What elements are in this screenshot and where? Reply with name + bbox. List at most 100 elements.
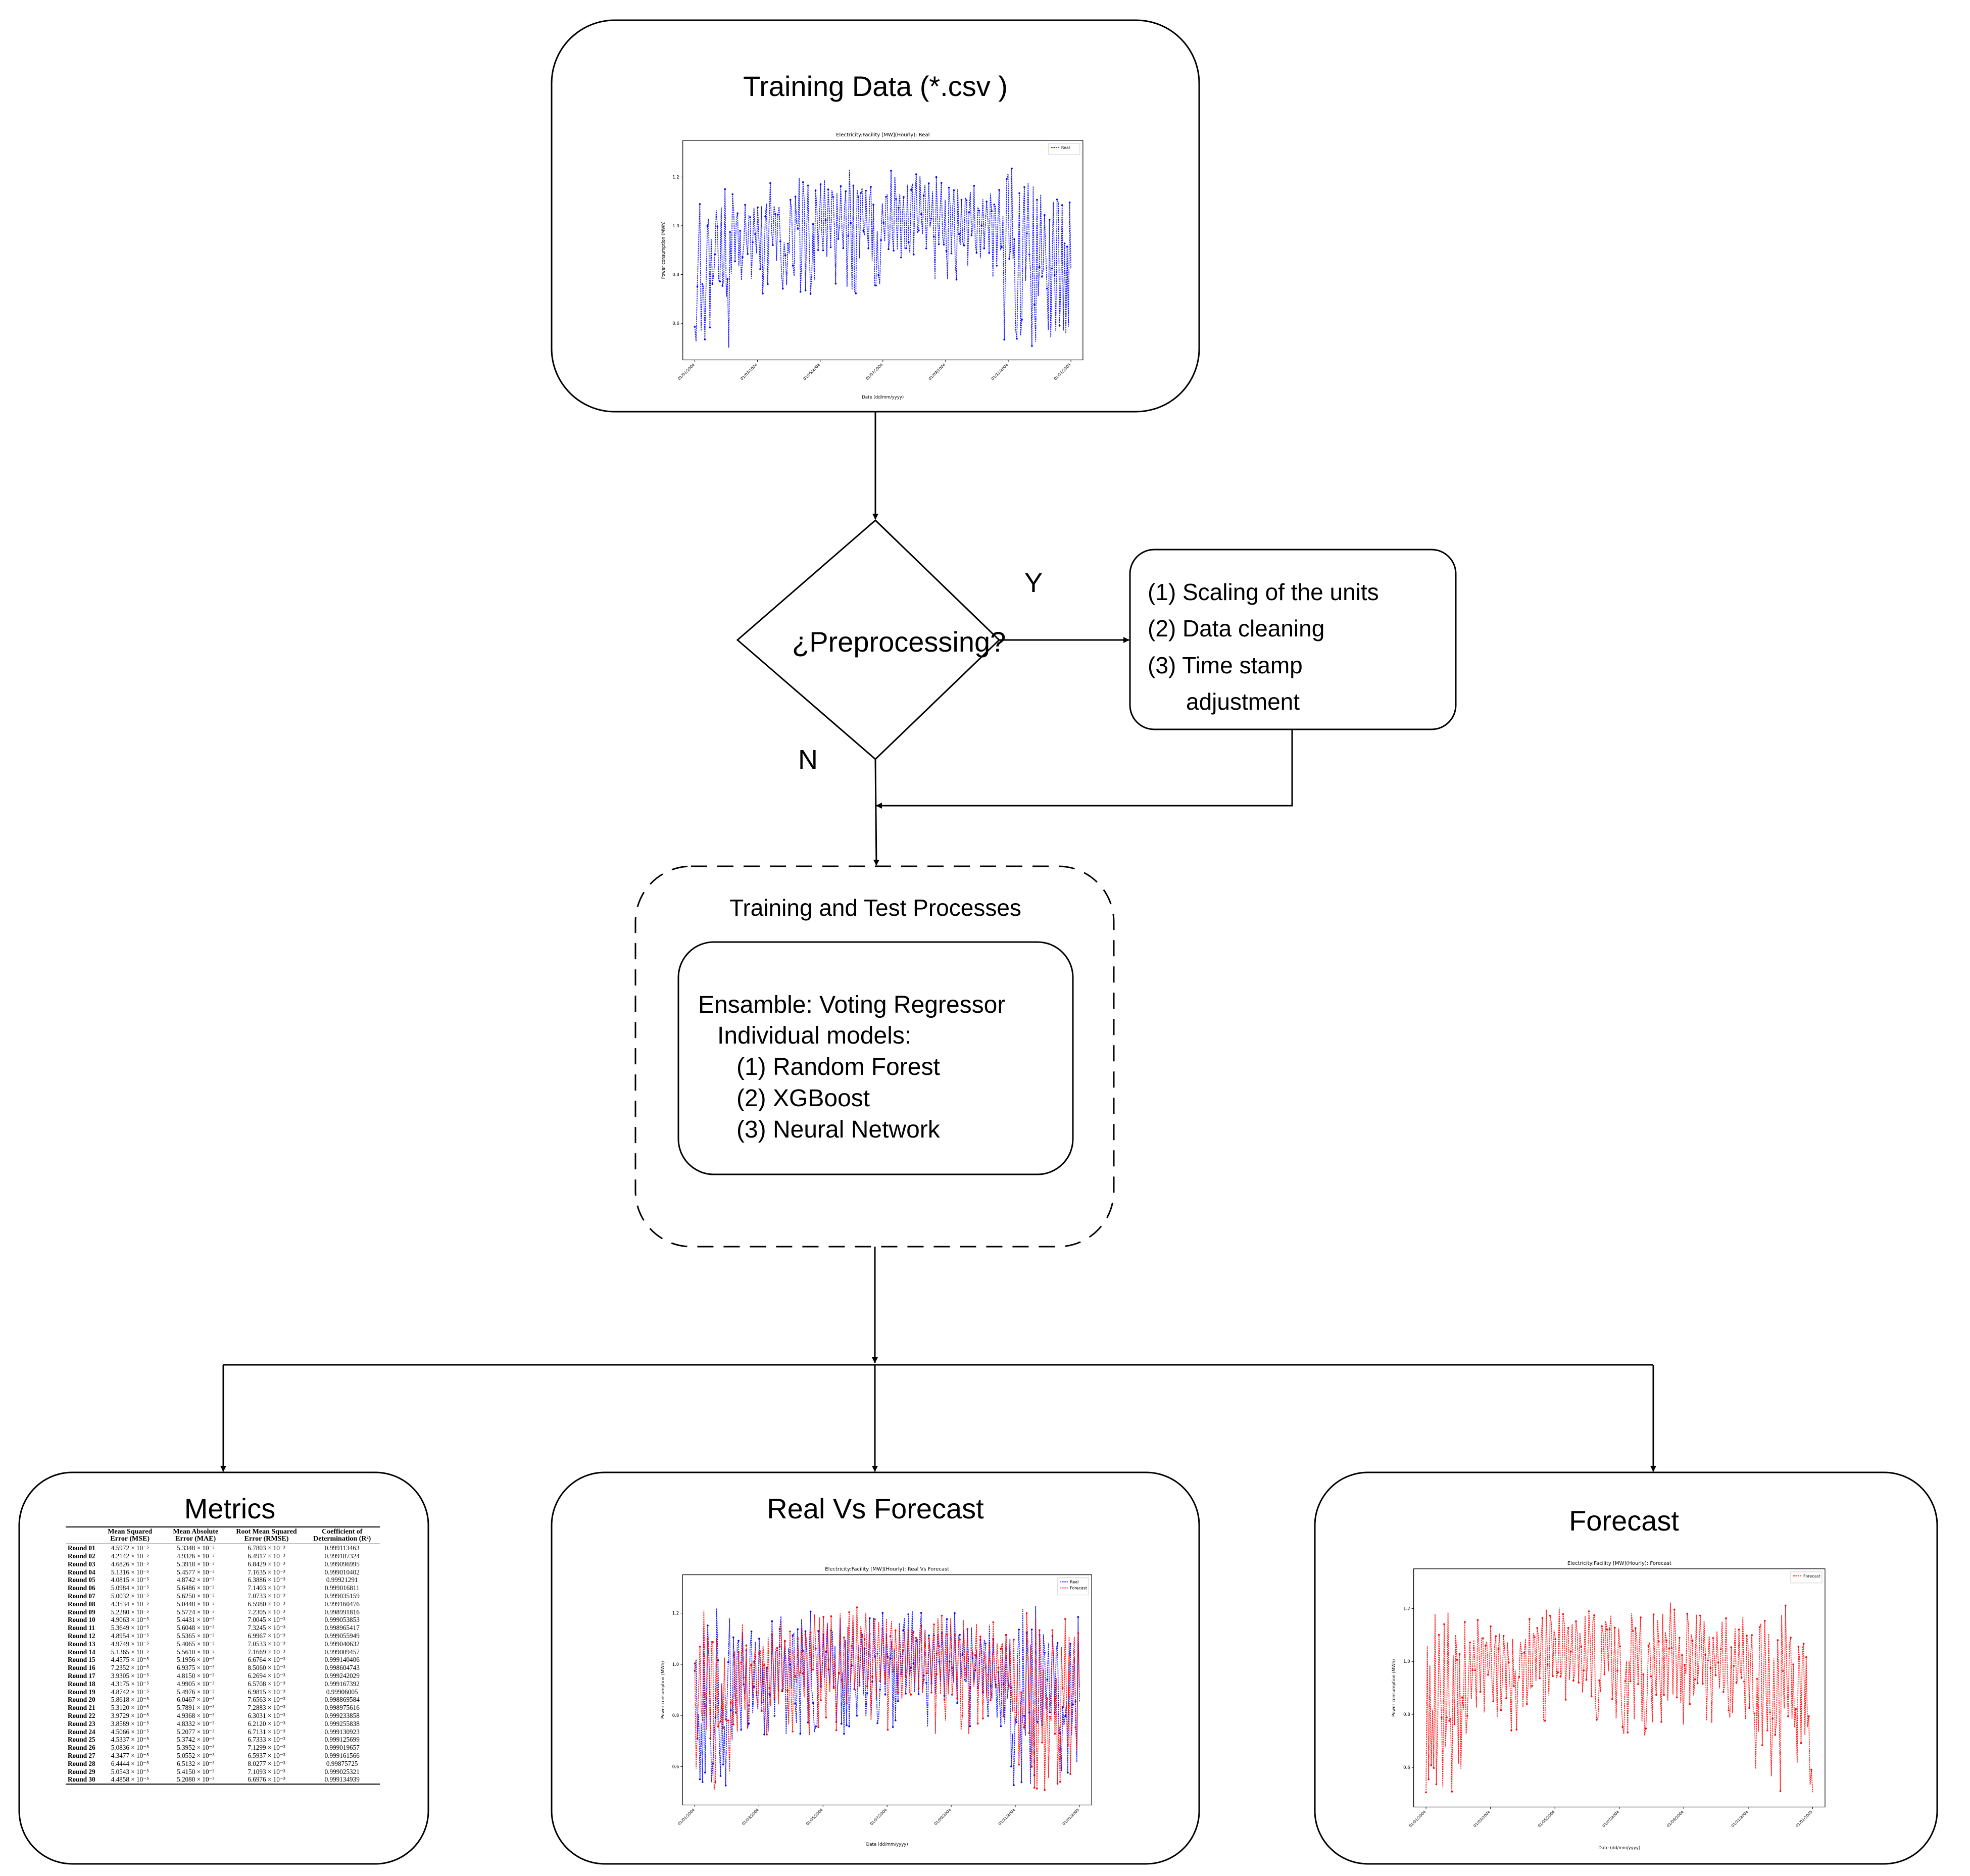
series-point	[1676, 1696, 1678, 1699]
series-point	[1466, 1714, 1468, 1717]
metrics-value-cell: 5.0984 × 10⁻⁵	[111, 1584, 149, 1592]
series-point	[1536, 1627, 1538, 1629]
series-point	[1464, 1621, 1466, 1623]
series-point	[1062, 1706, 1064, 1708]
metrics-value-cell: 4.5066 × 10⁻⁵	[111, 1727, 149, 1736]
metrics-value-cell: 5.6048 × 10⁻³	[177, 1624, 215, 1632]
series-point	[748, 1704, 750, 1706]
series-point	[704, 1771, 706, 1773]
series-point	[1635, 1627, 1637, 1629]
metrics-round-label: Round 17	[68, 1672, 95, 1680]
metrics-value-cell: 5.2080 × 10⁻³	[177, 1775, 215, 1784]
series-point	[880, 239, 882, 241]
series-point	[1064, 1715, 1066, 1717]
series-point	[895, 1629, 897, 1632]
series-point	[935, 176, 938, 178]
series-point	[1534, 1636, 1536, 1639]
series-point	[969, 1725, 971, 1727]
metrics-value-cell: 6.9815 × 10⁻³	[248, 1688, 285, 1696]
series-point	[893, 250, 895, 252]
series-point	[1549, 1614, 1551, 1617]
series-point	[915, 173, 917, 175]
series-point	[1039, 1629, 1041, 1632]
y-tick-label: 0.6	[672, 1764, 679, 1769]
series-point	[856, 1714, 858, 1717]
series-point	[809, 1631, 812, 1634]
series-point	[809, 293, 812, 295]
series-point	[900, 1673, 902, 1675]
series-point	[1689, 1703, 1691, 1705]
series-point	[754, 233, 756, 235]
series-point	[1541, 1617, 1544, 1619]
series-point	[943, 1698, 946, 1701]
series-point	[1751, 1634, 1753, 1636]
metrics-value-cell: 0.99906005	[326, 1688, 358, 1696]
series-point	[1805, 1656, 1807, 1658]
series-point	[1041, 275, 1043, 278]
metrics-value-cell: 4.8150 × 10⁻³	[177, 1672, 215, 1680]
series-point	[1074, 1726, 1076, 1729]
model-neural-network: (3) Neural Network	[736, 1116, 941, 1143]
series-point	[763, 1664, 765, 1666]
series-point	[889, 1635, 892, 1637]
series-point	[699, 1646, 701, 1648]
series-point	[932, 235, 935, 238]
series-point	[716, 225, 719, 228]
preprocessing-step-2: (2) Data cleaning	[1148, 615, 1324, 641]
series-point	[731, 193, 733, 195]
series-point	[1717, 1661, 1719, 1663]
metrics-value-cell: 5.5365 × 10⁻³	[177, 1632, 215, 1640]
metrics-value-cell: 4.8742 × 10⁻⁵	[111, 1688, 149, 1696]
series-point	[846, 1724, 848, 1726]
metrics-title: Metrics	[184, 1493, 275, 1524]
series-point	[822, 249, 824, 252]
series-point	[761, 1710, 763, 1712]
series-line	[1425, 1602, 1813, 1793]
metrics-value-cell: 5.4065 × 10⁻³	[177, 1640, 215, 1648]
series-point	[892, 1670, 894, 1672]
series-point	[925, 248, 927, 250]
series-point	[1808, 1715, 1810, 1717]
legend-label: Forecast	[1803, 1574, 1820, 1578]
series-point	[1782, 1670, 1784, 1672]
metrics-value-cell: 6.4917 × 10⁻³	[248, 1552, 285, 1560]
series-point	[702, 1719, 704, 1721]
series-point	[979, 1636, 981, 1638]
series-point	[707, 1638, 709, 1640]
series-point	[1714, 1674, 1717, 1676]
series-point	[797, 1638, 799, 1640]
series-point	[938, 1645, 941, 1648]
series-point	[825, 1651, 827, 1653]
series-point	[787, 242, 789, 245]
series-point	[740, 1729, 742, 1731]
y-tick-label: 1.0	[672, 1662, 679, 1667]
series-point	[965, 199, 968, 202]
series-point	[918, 229, 920, 232]
series-point	[897, 1692, 899, 1694]
series-point	[907, 1629, 909, 1631]
metrics-value-cell: 4.3534 × 10⁻⁵	[111, 1600, 149, 1608]
series-point	[1774, 1734, 1777, 1736]
series-point	[1056, 1783, 1059, 1785]
metrics-value-cell: 0.999040632	[324, 1640, 360, 1648]
series-point	[1058, 325, 1061, 327]
series-point	[1020, 1691, 1023, 1694]
y-tick-label: 0.6	[672, 321, 679, 326]
metrics-value-cell: 3.8589 × 10⁻⁵	[111, 1719, 149, 1727]
series-point	[1441, 1716, 1443, 1718]
series-point	[1790, 1637, 1792, 1639]
metrics-value-cell: 6.9375 × 10⁻³	[177, 1664, 215, 1672]
series-point	[815, 1648, 817, 1650]
series-point	[930, 1692, 932, 1694]
series-point	[699, 203, 701, 205]
series-point	[830, 1615, 832, 1617]
metrics-value-cell: 0.999233858	[324, 1712, 360, 1720]
series-point	[908, 241, 910, 243]
series-point	[970, 234, 973, 236]
series-point	[1482, 1637, 1484, 1639]
metrics-value-cell: 6.2694 × 10⁻³	[248, 1672, 285, 1680]
